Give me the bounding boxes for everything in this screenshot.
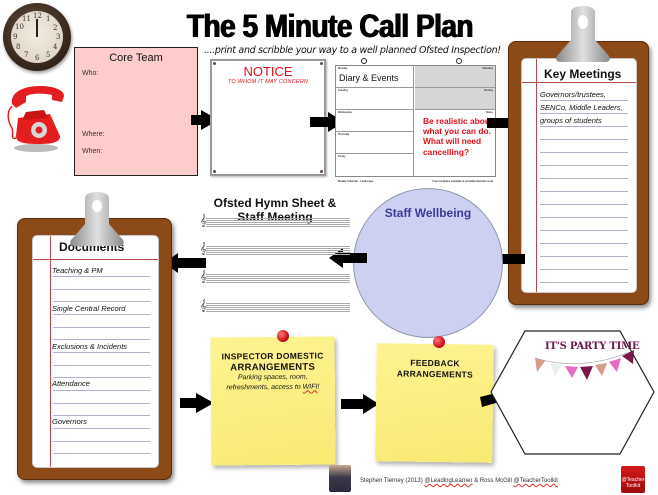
- inspector-note-body-text: refreshments, access to: [226, 383, 303, 392]
- binder-ring-icon: [361, 58, 367, 64]
- day-label: Sunday: [483, 89, 493, 92]
- clock-number: 4: [53, 43, 58, 51]
- clock-face: 12 1 2 3 4 5 6 7 8 9 10 11: [11, 11, 63, 63]
- clock-number: 12: [33, 12, 42, 20]
- staff-wellbeing-heading: Staff Wellbeing: [384, 206, 472, 220]
- footer-handle-teachertoolkit[interactable]: @TeacherToolkit: [513, 478, 558, 484]
- page-title: The 5 Minute Call Plan: [186, 8, 474, 44]
- party-hexagon: [490, 330, 655, 455]
- diary-heading: Diary & Events: [339, 73, 399, 83]
- clock-number: 9: [13, 33, 18, 41]
- treble-clef-icon: 𝄞: [200, 242, 207, 255]
- teachertoolkit-logo: @Teacher Toolkit: [621, 466, 645, 493]
- footer-credit-author2: & Ross McGill: [472, 478, 514, 484]
- music-staff: 𝄞: [200, 214, 350, 227]
- author-avatar: [329, 465, 351, 492]
- hymn-sheet-heading-line1: Ofsted Hymn Sheet &: [213, 196, 337, 210]
- diary-warning: Be realistic about what you can do. What…: [423, 116, 493, 157]
- day-label: Wednesday: [338, 111, 352, 114]
- key-meetings-line: groups of students: [540, 116, 602, 125]
- feedback-arrangements-note: FEEDBACK ARRANGEMENTS: [375, 343, 494, 463]
- treble-clef-icon: 𝄞: [200, 214, 207, 227]
- core-team-heading: Core Team: [109, 52, 163, 64]
- diary-calendar: Monday Tuesday Wednesday Thursday Friday…: [335, 58, 496, 183]
- notice-subheading: TO WHOM IT MAY CONCERN: [227, 79, 309, 85]
- binder-ring-icon: [456, 58, 462, 64]
- notice-heading: NOTICE: [243, 64, 293, 79]
- clock-number: 7: [24, 51, 29, 59]
- documents-item: Single Central Record: [52, 304, 126, 313]
- footer-credit-author1: Stephen Tierney (2013): [360, 478, 425, 484]
- documents-item: Teaching & PM: [52, 266, 103, 275]
- clock-number: 6: [35, 54, 40, 62]
- footer-credits: Stephen Tierney (2013) @LeadingLearner &…: [360, 478, 558, 484]
- logo-line2: Toolkit: [625, 483, 641, 489]
- treble-clef-icon: 𝄞: [200, 299, 207, 312]
- footer-handle-leadinglearner[interactable]: @LeadingLearner: [424, 478, 473, 484]
- core-team-box: Core Team Who: Where: When:: [74, 47, 198, 176]
- staff-wellbeing-circle: Staff Wellbeing: [353, 188, 503, 338]
- pushpin-icon: [433, 336, 445, 348]
- inspector-note-exclaim: !: [317, 383, 320, 391]
- documents-clipboard: Documents Teaching & PM Single Central R…: [17, 218, 172, 480]
- documents-item: Exclusions & Incidents: [52, 342, 128, 351]
- notice-board: NOTICE TO WHOM IT MAY CONCERN: [210, 59, 326, 176]
- treble-clef-icon: 𝄞: [200, 270, 207, 283]
- music-staff: 𝄞: [200, 270, 350, 283]
- pushpin-icon: [277, 330, 289, 342]
- day-label: Notes: [486, 111, 493, 114]
- telephone-icon: [7, 86, 64, 152]
- clock-number: 1: [46, 15, 51, 23]
- key-meetings-line: Governors/trustees,: [540, 90, 606, 99]
- key-meetings-heading: Key Meetings: [544, 67, 622, 81]
- inspector-arrangements-note: INSPECTOR DOMESTIC ARRANGEMENTS Parking …: [210, 336, 336, 466]
- clock-number: 8: [16, 43, 21, 51]
- day-label: Saturday: [482, 67, 493, 70]
- documents-paper: Documents Teaching & PM Single Central R…: [33, 236, 158, 467]
- party-heading: IT'S PARTY TIME: [545, 341, 640, 352]
- key-meetings-line: SENCo, Middle Leaders,: [540, 103, 623, 112]
- clipboard-clip-icon: [70, 192, 124, 246]
- music-staff: 𝄞: [200, 299, 350, 312]
- inspector-note-body-line2: refreshments, access to WIFI!: [211, 382, 335, 393]
- key-meetings-paper: Key Meetings Governors/trustees, SENCo, …: [522, 59, 636, 292]
- day-label: Monday: [338, 67, 348, 70]
- inspector-note-heading-line1: INSPECTOR DOMESTIC: [221, 350, 324, 362]
- clock-number: 3: [56, 33, 61, 41]
- when-label: When:: [82, 148, 103, 155]
- feedback-note-heading-line2: ARRANGEMENTS: [396, 368, 474, 380]
- inspector-note-wifi-text: WIFI: [302, 383, 318, 391]
- logo-line1: @Teacher: [621, 477, 645, 483]
- key-meetings-clipboard: Key Meetings Governors/trustees, SENCo, …: [508, 41, 649, 305]
- who-label: Who:: [82, 70, 99, 77]
- where-label: Where:: [82, 131, 105, 138]
- documents-item: Attendance: [52, 379, 90, 388]
- clock-number: 2: [53, 24, 58, 32]
- clock-number: 11: [22, 15, 31, 23]
- clock-hour-hand: [35, 23, 38, 37]
- day-label: Friday: [338, 155, 346, 158]
- documents-item: Governors: [52, 417, 88, 426]
- music-staff: 𝄞: [200, 242, 350, 255]
- day-label: Thursday: [338, 133, 350, 136]
- diary-footer-left: Weekly Calendar - Landscape: [338, 180, 374, 183]
- clock-icon: 12 1 2 3 4 5 6 7 8 9 10 11: [3, 3, 71, 71]
- clock-number: 5: [46, 51, 51, 59]
- day-label: Tuesday: [338, 89, 348, 92]
- clipboard-clip-icon: [556, 6, 610, 62]
- diary-footer-right: Free templates available at printablecal…: [432, 180, 493, 183]
- page-subtitle: ....print and scribble your way to a wel…: [204, 45, 501, 56]
- clock-number: 10: [15, 23, 24, 31]
